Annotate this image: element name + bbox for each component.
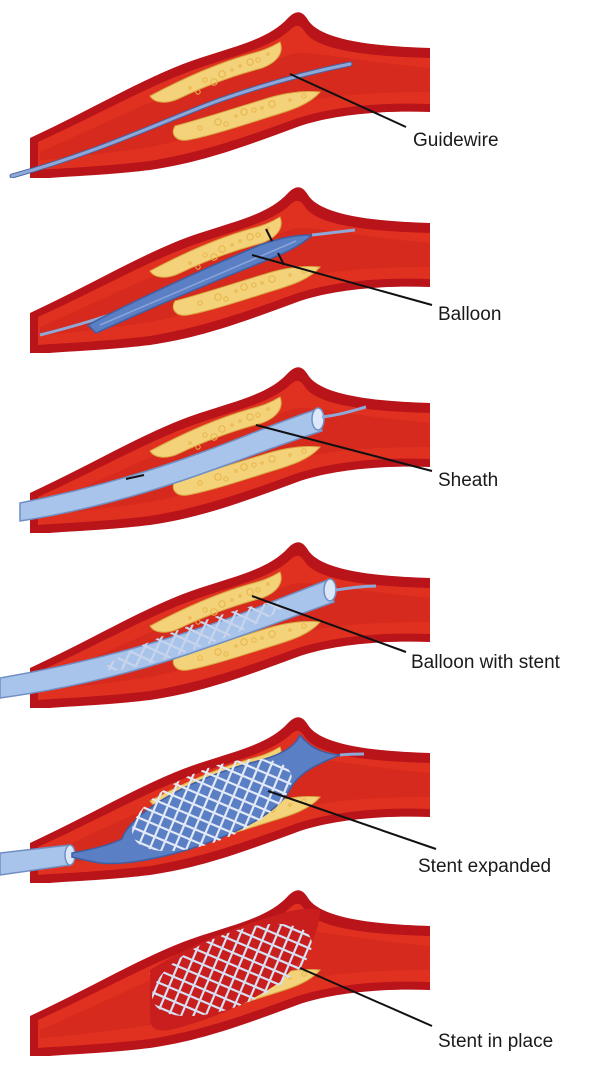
label-stent-expanded: Stent expanded (418, 857, 551, 876)
label-sheath: Sheath (438, 471, 498, 490)
catheter-opening (324, 579, 336, 601)
label-guidewire: Guidewire (413, 131, 499, 150)
artery-illustration (0, 530, 610, 708)
artery-illustration (0, 175, 610, 353)
artery-illustration (0, 878, 610, 1056)
artery-illustration (0, 355, 610, 533)
label-balloon: Balloon (438, 305, 501, 324)
artery-illustration (0, 0, 610, 178)
label-stent-in-place: Stent in place (438, 1032, 553, 1051)
label-balloon-with-stent: Balloon with stent (411, 653, 560, 672)
panel-stent-expanded: Stent expanded (0, 705, 610, 883)
panel-sheath: Sheath (0, 355, 610, 533)
panel-balloon: Balloon (0, 175, 610, 353)
panel-balloon-with-stent: Balloon with stent (0, 530, 610, 708)
panel-guidewire: Guidewire (0, 0, 610, 178)
guidewire-tip (340, 754, 364, 755)
panel-stent-in-place: Stent in place (0, 878, 610, 1056)
sheath-opening (312, 408, 324, 430)
